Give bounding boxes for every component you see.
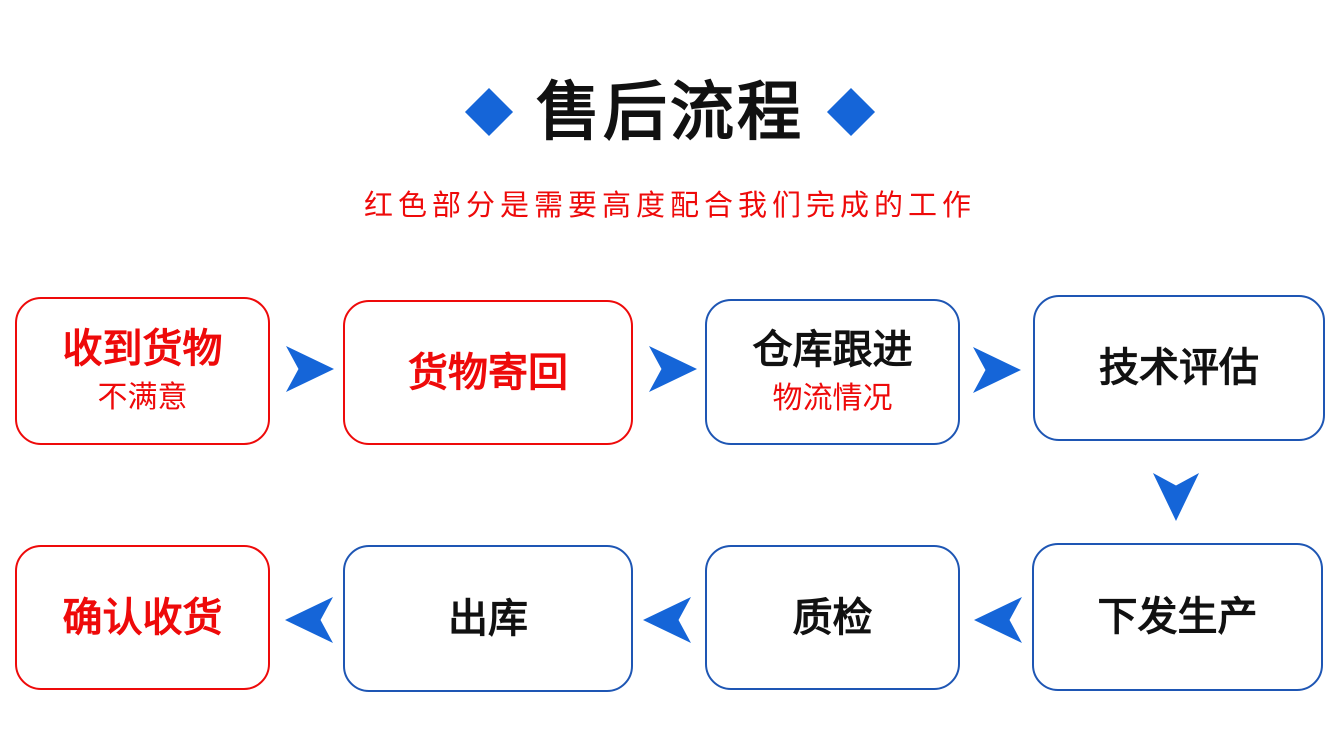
step-title: 下发生产 (1097, 595, 1258, 639)
page-subtitle: 红色部分是需要高度配合我们完成的工作 (363, 190, 976, 222)
arrow-right-icon (973, 346, 1021, 394)
step-title: 仓库跟进 (752, 328, 913, 372)
step-subtitle: 物流情况 (772, 382, 893, 415)
step-title: 确认收货 (62, 595, 223, 640)
arrow-down-icon (1152, 473, 1200, 521)
arrow-left-icon (974, 596, 1022, 644)
flow-step-outbound: 出库 (343, 545, 633, 692)
arrow-right-icon (649, 345, 697, 393)
flow-step-quality-inspection: 质检 (705, 545, 960, 690)
arrow-right-icon (286, 345, 334, 393)
flow-step-goods-return: 货物寄回 (343, 300, 633, 445)
step-title: 质检 (792, 595, 873, 640)
step-title: 收到货物 (62, 327, 223, 371)
flow-step-confirm-receipt: 确认收货 (15, 545, 270, 690)
step-title: 技术评估 (1099, 346, 1259, 390)
flow-step-warehouse-followup: 仓库跟进 物流情况 (705, 299, 960, 445)
arrow-left-icon (285, 596, 333, 644)
step-title: 出库 (448, 596, 528, 641)
flow-step-issue-production: 下发生产 (1032, 543, 1323, 691)
flow-step-receive-goods: 收到货物 不满意 (15, 297, 270, 445)
diamond-icon (826, 87, 876, 137)
diamond-icon (464, 87, 514, 137)
page-title: 售后流程 (536, 76, 804, 148)
step-title: 货物寄回 (408, 350, 568, 395)
flow-step-technical-evaluation: 技术评估 (1033, 295, 1325, 441)
step-subtitle: 不满意 (97, 381, 188, 414)
page-header: 售后流程 (0, 80, 1340, 144)
arrow-left-icon (643, 596, 691, 644)
